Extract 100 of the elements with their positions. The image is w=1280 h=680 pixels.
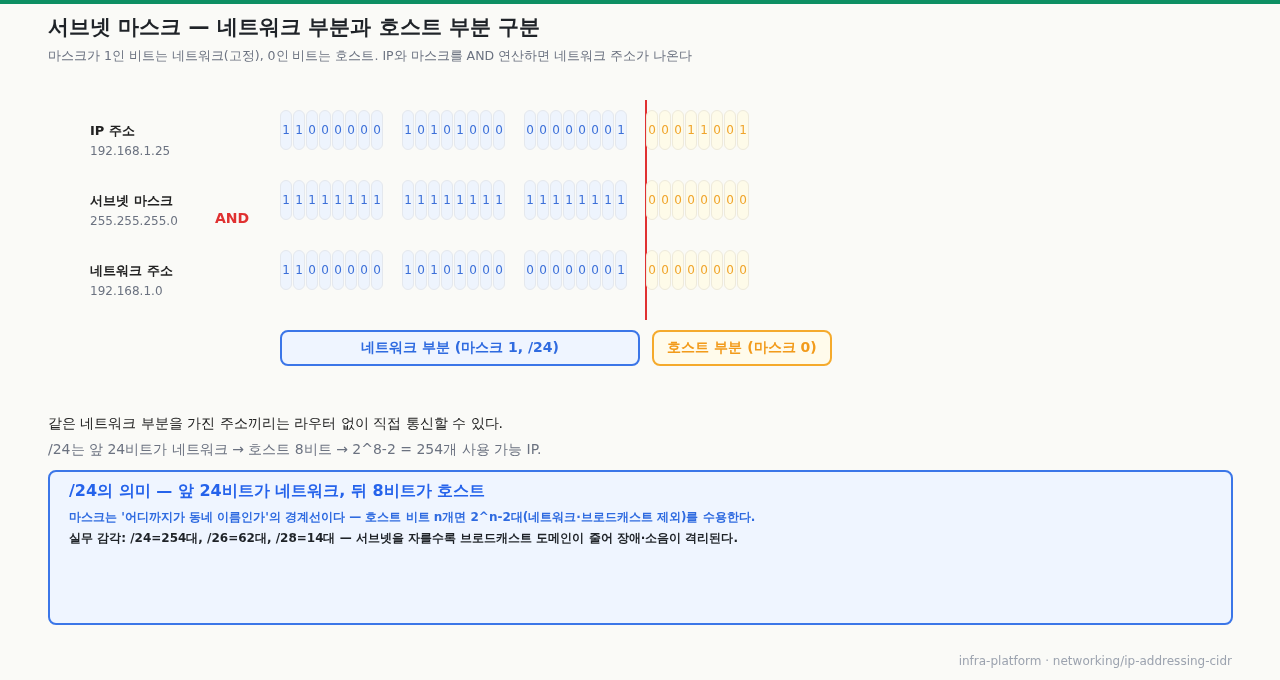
bit-cell: 0 bbox=[415, 110, 427, 150]
bit-cell: 0 bbox=[345, 110, 357, 150]
callout-text: 실무 감각: /24=254대, /26=62대, /28=14대 — 서브넷을 자를수록 브로드캐스트 도메인이 줄어 장애·소음이 격리된다. bbox=[69, 530, 739, 547]
bit-cell: 1 bbox=[293, 110, 305, 150]
address-value: 255.255.255.0 bbox=[90, 214, 178, 228]
bit-cell: 0 bbox=[319, 250, 331, 290]
bit-cell: 0 bbox=[737, 180, 749, 220]
bit-cell: 1 bbox=[737, 110, 749, 150]
bit-cell: 1 bbox=[402, 110, 414, 150]
bit-cell: 1 bbox=[428, 110, 440, 150]
bit-cell: 0 bbox=[550, 250, 562, 290]
bit-cell: 1 bbox=[358, 180, 370, 220]
bit-cell: 0 bbox=[371, 250, 383, 290]
bit-cell: 1 bbox=[280, 180, 292, 220]
bit-cell: 1 bbox=[576, 180, 588, 220]
operator-label: AND bbox=[215, 210, 250, 226]
row-label: IP 주소 bbox=[90, 122, 135, 140]
bit-cell: 0 bbox=[563, 250, 575, 290]
bit-cell: 1 bbox=[467, 180, 479, 220]
bit-cell: 1 bbox=[615, 180, 627, 220]
bit-cell: 0 bbox=[358, 250, 370, 290]
bit-cell: 0 bbox=[467, 110, 479, 150]
bit-cell: 1 bbox=[480, 180, 492, 220]
bit-cell: 1 bbox=[685, 110, 697, 150]
callout-panel bbox=[48, 470, 1233, 625]
bit-cell: 1 bbox=[454, 110, 466, 150]
bit-cell: 1 bbox=[280, 110, 292, 150]
bit-cell: 1 bbox=[293, 250, 305, 290]
bit-cell: 1 bbox=[428, 250, 440, 290]
note-text: 같은 네트워크 부분을 가진 주소끼리는 라우터 없이 직접 통신할 수 있다. bbox=[48, 415, 503, 433]
bit-cell: 0 bbox=[646, 180, 658, 220]
bit-cell: 0 bbox=[698, 250, 710, 290]
bit-cell: 0 bbox=[576, 250, 588, 290]
footer-text: infra-platform · networking/ip-addressing-cidr bbox=[958, 654, 1232, 668]
bit-cell: 0 bbox=[306, 110, 318, 150]
bit-cell: 0 bbox=[480, 250, 492, 290]
bit-cell: 1 bbox=[698, 110, 710, 150]
bit-cell: 1 bbox=[537, 180, 549, 220]
bit-cell: 1 bbox=[602, 180, 614, 220]
bit-cell: 1 bbox=[371, 180, 383, 220]
bit-cell: 1 bbox=[428, 180, 440, 220]
bit-cell: 0 bbox=[672, 180, 684, 220]
bit-cell: 0 bbox=[646, 110, 658, 150]
bit-cell: 0 bbox=[493, 110, 505, 150]
callout-heading: /24의 의미 — 앞 24비트가 네트워크, 뒤 8비트가 호스트 bbox=[69, 481, 486, 502]
network-part-box: 네트워크 부분 (마스크 1, /24) bbox=[280, 330, 640, 366]
bit-cell: 1 bbox=[493, 180, 505, 220]
host-part-box: 호스트 부분 (마스크 0) bbox=[652, 330, 832, 366]
bit-cell: 0 bbox=[306, 250, 318, 290]
bit-cell: 0 bbox=[345, 250, 357, 290]
bit-cell: 0 bbox=[737, 250, 749, 290]
bit-cell: 0 bbox=[711, 180, 723, 220]
bit-cell: 1 bbox=[293, 180, 305, 220]
bit-cell: 1 bbox=[402, 250, 414, 290]
bit-cell: 0 bbox=[589, 110, 601, 150]
bit-cell: 0 bbox=[524, 250, 536, 290]
bit-cell: 0 bbox=[646, 250, 658, 290]
bit-cell: 0 bbox=[332, 250, 344, 290]
bit-cell: 0 bbox=[493, 250, 505, 290]
bit-cell: 1 bbox=[454, 250, 466, 290]
bit-cell: 0 bbox=[441, 250, 453, 290]
bit-cell: 0 bbox=[524, 110, 536, 150]
bit-cell: 0 bbox=[537, 250, 549, 290]
bit-cell: 0 bbox=[698, 180, 710, 220]
bit-cell: 0 bbox=[415, 250, 427, 290]
bit-cell: 0 bbox=[711, 250, 723, 290]
bit-cell: 0 bbox=[685, 250, 697, 290]
note-text: /24는 앞 24비트가 네트워크 → 호스트 8비트 → 2^8-2 = 254개 사용 가능 IP. bbox=[48, 441, 542, 459]
row-label: 서브넷 마스크 bbox=[90, 192, 173, 210]
bit-cell: 0 bbox=[659, 110, 671, 150]
bit-cell: 1 bbox=[550, 180, 562, 220]
bit-cell: 0 bbox=[672, 110, 684, 150]
bit-cell: 1 bbox=[589, 180, 601, 220]
bit-cell: 0 bbox=[371, 110, 383, 150]
bit-cell: 0 bbox=[550, 110, 562, 150]
bit-cell: 0 bbox=[659, 180, 671, 220]
bit-cell: 0 bbox=[602, 110, 614, 150]
bit-cell: 0 bbox=[724, 180, 736, 220]
bit-cell: 0 bbox=[602, 250, 614, 290]
bit-cell: 0 bbox=[467, 250, 479, 290]
bit-cell: 1 bbox=[402, 180, 414, 220]
subtitle: 마스크가 1인 비트는 네트워크(고정), 0인 비트는 호스트. IP와 마스크를 AND 연산하면 네트워크 주소가 나온다 bbox=[48, 48, 692, 65]
bit-cell: 1 bbox=[345, 180, 357, 220]
bit-cell: 1 bbox=[563, 180, 575, 220]
bit-cell: 1 bbox=[415, 180, 427, 220]
bit-cell: 0 bbox=[480, 110, 492, 150]
bit-cell: 1 bbox=[615, 250, 627, 290]
bit-cell: 0 bbox=[672, 250, 684, 290]
row-label: 네트워크 주소 bbox=[90, 262, 173, 280]
bit-cell: 1 bbox=[441, 180, 453, 220]
bit-cell: 0 bbox=[685, 180, 697, 220]
bit-cell: 1 bbox=[280, 250, 292, 290]
bit-cell: 0 bbox=[576, 110, 588, 150]
bit-cell: 0 bbox=[537, 110, 549, 150]
bit-cell: 0 bbox=[441, 110, 453, 150]
bit-cell: 1 bbox=[319, 180, 331, 220]
callout-text: 마스크는 '어디까지가 동네 이름인가'의 경계선이다 — 호스트 비트 n개면 2^n-2대(네트워크·브로드캐스트 제외)를 수용한다. bbox=[69, 509, 756, 526]
bit-cell: 0 bbox=[724, 110, 736, 150]
bit-cell: 0 bbox=[711, 110, 723, 150]
bit-cell: 1 bbox=[615, 110, 627, 150]
